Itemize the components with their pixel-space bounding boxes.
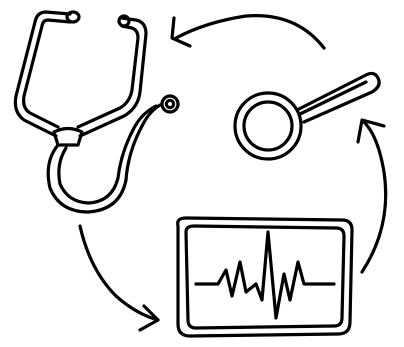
diagram-ink: [15, 12, 385, 336]
magnifying-glass-icon: [235, 73, 379, 159]
curved-arrow-icon: [80, 226, 158, 330]
curved-arrow-icon: [172, 16, 324, 48]
curved-arrow-icon: [358, 120, 386, 272]
heart-monitor-icon: [178, 218, 352, 336]
stethoscope-icon: [15, 12, 178, 212]
